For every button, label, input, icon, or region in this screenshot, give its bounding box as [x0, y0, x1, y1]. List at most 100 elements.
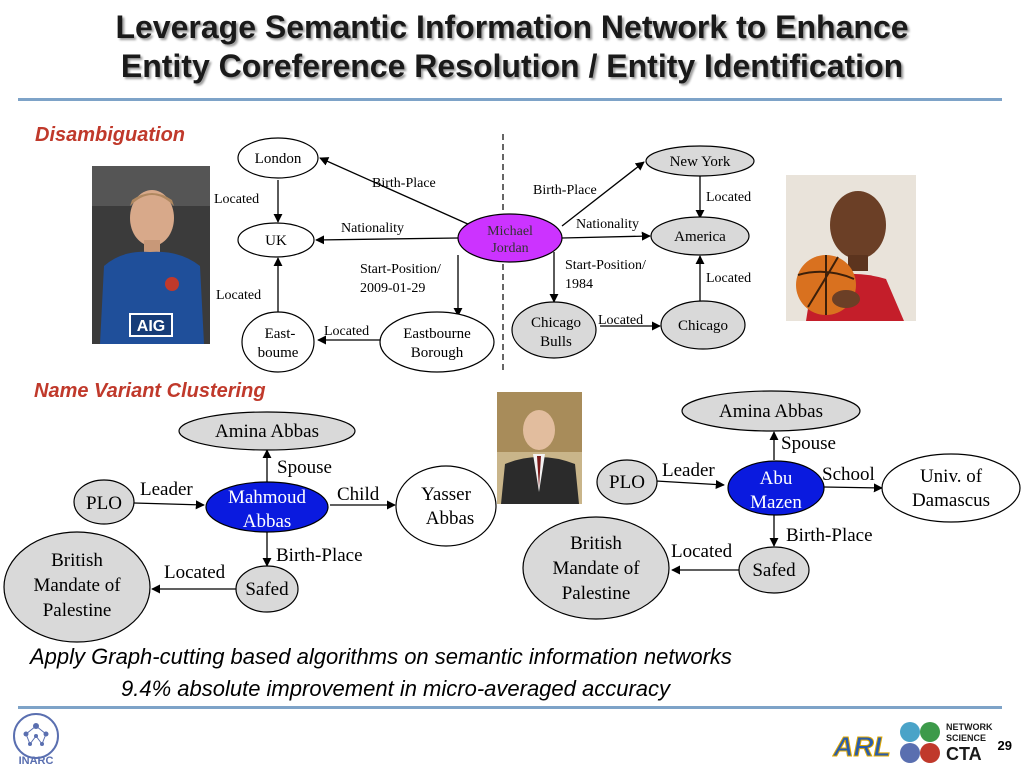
label-british-right-3: Palestine	[562, 583, 631, 604]
label-chicago-bulls-1: Chicago	[531, 315, 581, 331]
label-chicago: Chicago	[678, 318, 728, 334]
node-mahmoud-abbas	[205, 481, 329, 533]
title-divider	[18, 98, 1002, 101]
label-british-left-2: Mandate of	[33, 575, 121, 596]
label-univ-2: Damascus	[912, 490, 990, 511]
edge-label-birthplace-right: Birth-Place	[786, 525, 873, 546]
label-eastbourne-2: boume	[258, 345, 299, 361]
page-number: 29	[997, 738, 1012, 753]
label-british-left-1: British	[51, 550, 103, 571]
footer-divider	[18, 706, 1002, 709]
label-london: London	[255, 151, 302, 167]
node-plo-left	[73, 479, 135, 525]
section-label-disambiguation: Disambiguation	[35, 124, 186, 146]
edge-label-startpos-right-2: 1984	[565, 277, 593, 292]
node-chicago-bulls	[511, 301, 597, 359]
caption-line-1: Apply Graph-cutting based algorithms on …	[30, 644, 732, 669]
node-british-left	[3, 531, 151, 643]
node-eastbourne	[241, 311, 315, 373]
label-newyork: New York	[670, 154, 731, 170]
node-chicago	[660, 300, 746, 350]
edge-plo-mahmoud	[133, 500, 205, 510]
edge-label-nationality-right: Nationality	[576, 217, 639, 232]
arl-logo-text: ARL	[832, 731, 891, 762]
label-plo-right: PLO	[609, 472, 645, 493]
arl-logo: ARL	[832, 722, 892, 766]
slide-title: Leverage Semantic Information Network to…	[0, 8, 1024, 86]
photo-politician	[497, 392, 582, 504]
node-abu-mazen	[727, 460, 825, 516]
photo-basketball-player	[786, 175, 916, 321]
label-eastbourne-borough-1: Eastbourne	[403, 326, 471, 342]
label-amina-right: Amina Abbas	[719, 401, 823, 422]
node-yasser-abbas	[395, 465, 497, 547]
edge-mj-newyork	[561, 161, 645, 227]
label-mahmoud-2: Abbas	[243, 511, 292, 532]
label-mj-1: Michael	[487, 224, 533, 239]
edge-label-located-bulls-chicago: Located	[598, 313, 643, 328]
node-safed-right	[738, 546, 810, 594]
label-eastbourne-1: East-	[265, 326, 296, 342]
node-british-right	[522, 516, 670, 620]
edge-label-startpos-left-2: 2009-01-29	[360, 281, 425, 296]
edge-label-startpos-right-1: Start-Position/	[565, 258, 646, 273]
title-line-2: Entity Coreference Resolution / Entity I…	[120, 48, 904, 84]
edge-label-leader-left: Leader	[140, 479, 193, 500]
edge-label-spouse-left: Spouse	[277, 457, 332, 478]
node-plo-right	[596, 459, 658, 505]
edge-label-birthplace-left: Birth-Place	[372, 176, 436, 191]
label-plo-left: PLO	[86, 493, 122, 514]
label-british-right-2: Mandate of	[552, 558, 640, 579]
label-mahmoud-1: Mahmoud	[228, 487, 307, 508]
edge-plo-abu	[655, 479, 725, 490]
edge-label-nationality-left: Nationality	[341, 221, 404, 236]
label-safed-left: Safed	[245, 579, 289, 600]
edge-label-startpos-left-1: Start-Position/	[360, 262, 441, 277]
network-science-cta-logo: NETWORK SCIENCE CTA	[946, 722, 1000, 766]
node-america	[650, 216, 750, 256]
edge-label-birthplace-left: Birth-Place	[276, 545, 363, 566]
edge-label-leader-right: Leader	[662, 460, 715, 481]
node-amina-right	[681, 390, 861, 432]
label-univ-1: Univ. of	[920, 466, 983, 487]
inarc-logo-text: INARC	[19, 755, 54, 766]
edge-mj-america	[561, 231, 651, 241]
label-eastbourne-borough-2: Borough	[411, 345, 464, 361]
label-abu-1: Abu	[760, 468, 793, 489]
label-abu-2: Mazen	[750, 492, 802, 513]
label-british-right-1: British	[570, 533, 622, 554]
label-british-left-3: Palestine	[43, 600, 112, 621]
node-univ-damascus	[881, 453, 1021, 523]
edge-label-located-chicago-america: Located	[706, 271, 751, 286]
caption-line-2: 9.4% absolute improvement in micro-avera…	[121, 676, 671, 701]
inarc-logo: INARC	[2, 712, 70, 767]
ns-cta-text: CTA	[946, 744, 982, 764]
edge-label-birthplace-right: Birth-Place	[533, 183, 597, 198]
label-yasser-2: Abbas	[426, 508, 475, 529]
label-yasser-1: Yasser	[421, 484, 471, 505]
label-america: America	[674, 229, 726, 245]
svg-text:AIG: AIG	[137, 318, 165, 335]
edge-label-located-right: Located	[671, 541, 733, 562]
node-uk	[237, 222, 315, 258]
label-uk: UK	[265, 233, 287, 249]
ns-network-text: NETWORK	[946, 722, 993, 732]
section-label-name-variant: Name Variant Clustering	[34, 380, 266, 402]
node-amina-left	[178, 411, 356, 451]
edge-abu-univ	[823, 483, 883, 493]
edge-label-child: Child	[337, 484, 380, 505]
node-london	[237, 137, 319, 179]
label-chicago-bulls-2: Bulls	[540, 334, 572, 350]
ns-science-text: SCIENCE	[946, 733, 987, 743]
edge-label-spouse-right: Spouse	[781, 433, 836, 454]
node-safed-left	[235, 565, 299, 613]
edge-label-located-london-uk: Located	[214, 192, 259, 207]
edge-label-located-left: Located	[164, 562, 226, 583]
label-safed-right: Safed	[752, 560, 796, 581]
edge-label-located-east-uk: Located	[216, 288, 261, 303]
network-science-logo-icon	[896, 720, 944, 766]
edge-mj-uk	[315, 235, 459, 245]
node-eastbourne-borough	[379, 311, 495, 373]
edge-label-school: School	[822, 464, 875, 485]
